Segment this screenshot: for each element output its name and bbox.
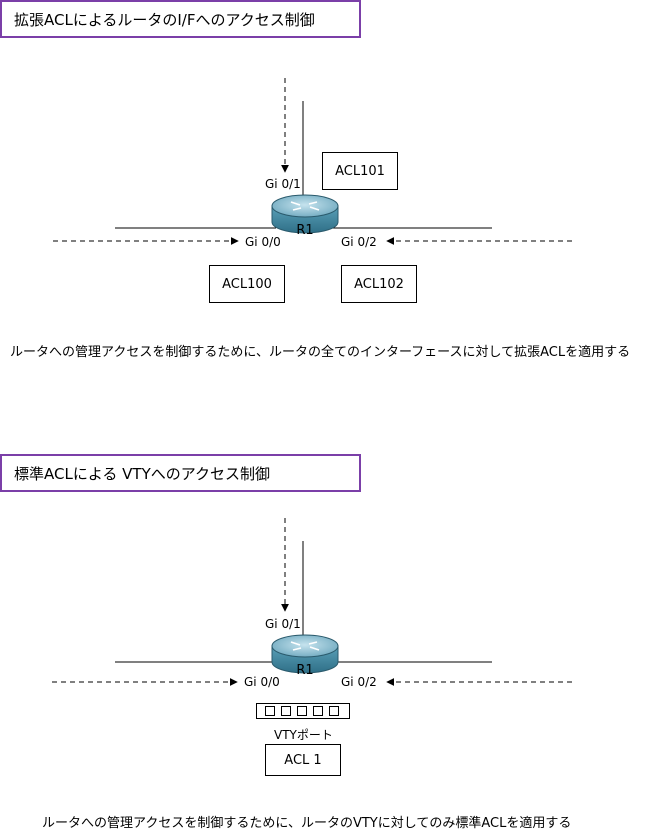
s2-router-label: R1 (296, 663, 313, 678)
s2-router-icon: R1 (271, 634, 339, 678)
s1-acl-top-box: ACL101 (322, 152, 398, 190)
s1-acl-right-text: ACL102 (354, 276, 404, 292)
s1-description: ルータへの管理アクセスを制御するために、ルータの全てのインターフェースに対して拡… (10, 345, 631, 360)
s2-description: ルータへの管理アクセスを制御するために、ルータのVTYに対してのみ標準ACLを適… (42, 816, 572, 831)
s2-if-top-label: Gi 0/1 (265, 617, 301, 631)
vty-port (329, 706, 339, 716)
s1-if-left-label: Gi 0/0 (245, 235, 281, 249)
vty-port (265, 706, 275, 716)
vty-port (297, 706, 307, 716)
s2-acl-box: ACL 1 (265, 744, 341, 776)
vty-port (313, 706, 323, 716)
section1-title-text: 拡張ACLによるルータのI/Fへのアクセス制御 (14, 10, 315, 29)
s1-if-right-label: Gi 0/2 (341, 235, 377, 249)
s2-if-left-label: Gi 0/0 (244, 675, 280, 689)
s1-router-label: R1 (296, 223, 313, 238)
vty-label: VTYポート (274, 728, 333, 742)
s1-acl-right-box: ACL102 (341, 265, 417, 303)
s2-acl-text: ACL 1 (284, 752, 322, 768)
s1-if-top-label: Gi 0/1 (265, 177, 301, 191)
vty-port (281, 706, 291, 716)
s1-acl-top-text: ACL101 (335, 163, 385, 179)
s2-if-right-label: Gi 0/2 (341, 675, 377, 689)
vty-port-group (256, 703, 350, 719)
section1-title: 拡張ACLによるルータのI/Fへのアクセス制御 (0, 0, 361, 38)
s1-acl-left-text: ACL100 (222, 276, 272, 292)
section2-title: 標準ACLによる VTYへのアクセス制御 (0, 454, 361, 492)
section2-title-text: 標準ACLによる VTYへのアクセス制御 (14, 464, 270, 483)
s1-router-icon: R1 (271, 194, 339, 238)
s1-acl-left-box: ACL100 (209, 265, 285, 303)
